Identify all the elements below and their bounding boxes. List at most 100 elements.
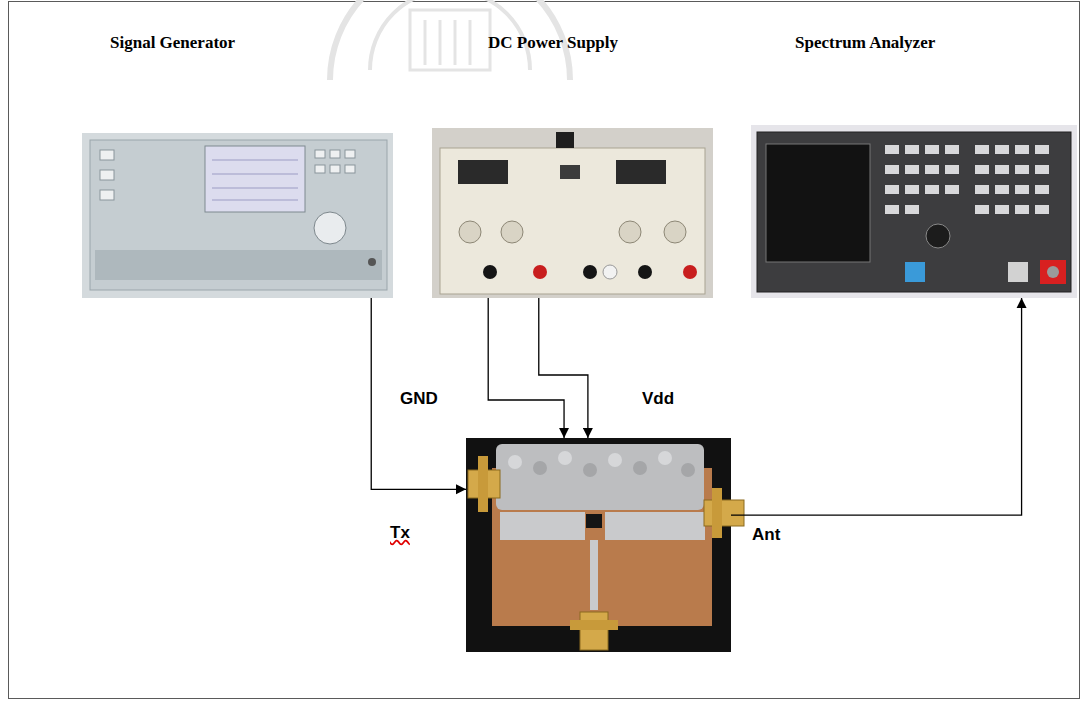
watermark-emblem-part <box>410 10 490 70</box>
signal-generator-photo-part <box>205 146 305 212</box>
node-title: Spectrum Analyzer <box>795 33 935 53</box>
keypad-part <box>975 205 989 214</box>
signal-generator-photo-part <box>330 150 340 158</box>
watermark-emblem-part <box>469 20 472 65</box>
keypad-part <box>925 185 939 194</box>
rf-board-photo-part <box>558 451 572 465</box>
keypad-part <box>925 165 939 174</box>
dc-power-supply-photo-part <box>556 132 574 148</box>
signal-generator-photo-part <box>330 165 340 173</box>
rf-board-photo <box>466 438 744 652</box>
keypad-part <box>1015 205 1029 214</box>
dc-power-supply-photo-part <box>432 128 713 298</box>
keypad-part <box>885 185 899 194</box>
rf-board-photo-part <box>712 488 722 538</box>
signal-generator-photo-part <box>345 150 355 158</box>
keypad-part <box>1035 205 1049 214</box>
wire-connector <box>539 298 588 438</box>
rf-board-photo-part <box>586 514 602 528</box>
dc-power-supply-photo-part <box>683 265 697 279</box>
spectrum-analyzer-photo-part <box>1047 266 1059 278</box>
spectrum-analyzer-photo-part <box>905 262 925 282</box>
keypad-part <box>945 145 959 154</box>
dc-power-supply-photo-part <box>483 265 497 279</box>
instrument-box: DC Power Supply <box>432 30 713 298</box>
dc-power-supply-photo-part <box>603 265 617 279</box>
keypad-part <box>1015 145 1029 154</box>
keypad-part <box>905 145 919 154</box>
dc-power-supply-photo-part <box>533 265 547 279</box>
spectrum-analyzer-photo-part <box>926 224 950 248</box>
wire-connector <box>731 298 1022 515</box>
rf-board-photo-part <box>580 612 608 650</box>
signal-generator-photo-part <box>212 188 298 189</box>
keypad-part <box>975 165 989 174</box>
signal-generator-photo-part <box>315 165 325 173</box>
keypad-part <box>975 145 989 154</box>
dc-power-supply-photo-part <box>619 221 641 243</box>
dc-power-supply-photo-part <box>560 165 580 179</box>
rf-board-photo-part <box>681 463 695 477</box>
dc-power-supply-photo-part <box>616 160 666 184</box>
signal-label: Vdd <box>640 389 676 409</box>
signal-generator-photo-part <box>95 250 382 280</box>
port-label: Ant <box>752 525 780 545</box>
frame-border <box>9 2 1080 699</box>
wire-connector <box>488 298 564 438</box>
spectrum-analyzer-photo-part <box>757 132 1071 292</box>
watermark-emblem-part <box>454 20 457 65</box>
keypad <box>885 145 1049 214</box>
signal-generator-photo-part <box>100 150 114 160</box>
instrument-box: Spectrum Analyzer <box>751 30 1077 298</box>
keypad-part <box>1035 145 1049 154</box>
rf-board-photo-part <box>533 461 547 475</box>
signal-generator-photo <box>82 133 393 298</box>
keypad-part <box>905 165 919 174</box>
watermark-emblem-part <box>439 20 442 65</box>
rf-board-photo-part <box>478 456 488 512</box>
spectrum-analyzer-photo-part <box>766 144 870 262</box>
dc-power-supply-photo-part <box>638 265 652 279</box>
rf-board-photo-part <box>466 438 731 652</box>
signal-generator-photo-part <box>368 258 376 266</box>
dc-power-supply-photo-part <box>458 160 508 184</box>
spectrum-analyzer-photo-part <box>751 125 1077 298</box>
rf-board-photo-part <box>508 455 522 469</box>
dc-power-supply-photo-part <box>459 221 481 243</box>
watermark-emblem-part <box>424 20 427 65</box>
signal-generator-photo-part <box>315 150 325 158</box>
keypad-part <box>1015 165 1029 174</box>
signal-generator-photo-part <box>212 160 298 161</box>
keypad-part <box>905 205 919 214</box>
dc-power-supply-photo-part <box>501 221 523 243</box>
keypad-part <box>995 145 1009 154</box>
rf-board-photo-part <box>590 540 598 610</box>
keypad-part <box>995 165 1009 174</box>
rf-board-box: TxAnt <box>466 438 731 652</box>
signal-generator-photo-part <box>314 212 346 244</box>
rf-board-photo-part <box>704 500 744 526</box>
spectrum-analyzer-photo <box>751 125 1077 298</box>
dc-power-supply-photo-part <box>583 265 597 279</box>
rf-board-photo-part <box>633 461 647 475</box>
signal-generator-photo-part <box>90 140 387 290</box>
instrument-box: Signal Generator <box>82 30 393 298</box>
spectrum-analyzer-photo-part <box>1008 262 1028 282</box>
keypad-part <box>945 185 959 194</box>
port-label: Tx <box>390 523 410 543</box>
keypad-part <box>885 205 899 214</box>
rf-board-photo-part <box>500 512 585 540</box>
keypad-part <box>905 185 919 194</box>
signal-generator-photo-part <box>100 190 114 200</box>
dc-power-supply-photo <box>432 128 713 298</box>
signal-generator-photo-part <box>212 200 298 201</box>
keypad-part <box>1015 185 1029 194</box>
dc-power-supply-photo-part <box>440 148 705 294</box>
signal-generator-photo-part <box>345 165 355 173</box>
signal-generator-photo-part <box>212 174 298 175</box>
